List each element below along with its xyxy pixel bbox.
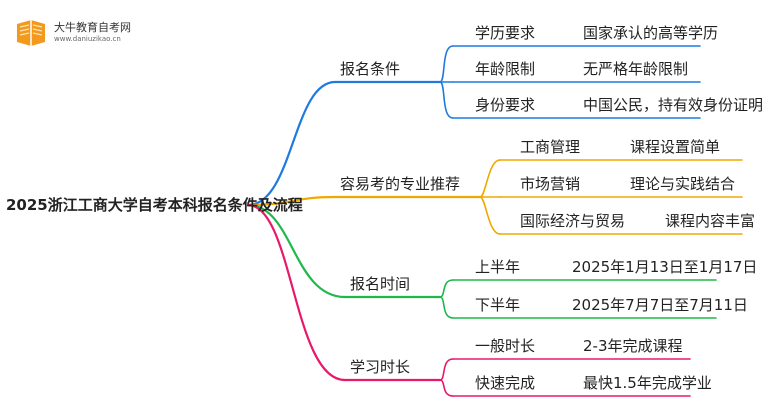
child-connector	[439, 379, 454, 397]
child-label: 市场营销	[520, 175, 581, 193]
root-topic: 2025浙江工商大学自考本科报名条件及流程	[6, 196, 303, 214]
child-label: 快速完成	[475, 374, 536, 392]
branch-label: 学习时长	[350, 358, 411, 376]
child-label: 身份要求	[475, 96, 536, 114]
logo-url: www.daniuzikao.cn	[54, 35, 121, 43]
child-connector	[439, 296, 454, 319]
child-detail: 理论与实践结合	[630, 175, 736, 193]
site-logo: 大牛教育自考网 www.daniuzikao.cn	[14, 16, 164, 52]
child-detail: 课程设置简单	[630, 138, 721, 156]
branch-label: 报名时间	[350, 275, 411, 293]
child-connector	[479, 159, 501, 198]
child-label: 上半年	[475, 258, 521, 276]
child-label: 工商管理	[520, 138, 581, 156]
child-connector	[439, 45, 454, 83]
child-detail: 2025年7月7日至7月11日	[572, 296, 748, 314]
child-connector	[439, 358, 454, 381]
child-detail: 国家承认的高等学历	[583, 24, 719, 42]
child-label: 一般时长	[475, 337, 536, 355]
child-connector	[479, 196, 501, 235]
child-label: 学历要求	[475, 24, 536, 42]
child-detail: 中国公民，持有效身份证明	[583, 96, 763, 114]
child-label: 年龄限制	[475, 60, 536, 78]
logo-name: 大牛教育自考网	[54, 21, 131, 34]
book-logo-icon	[17, 20, 45, 46]
branch-label: 报名条件	[340, 60, 401, 78]
child-detail: 最快1.5年完成学业	[583, 374, 712, 392]
branch-label: 容易考的专业推荐	[340, 175, 461, 193]
branch-connector	[246, 203, 347, 299]
child-connector	[439, 81, 454, 119]
child-label: 国际经济与贸易	[520, 212, 626, 230]
child-connector	[439, 279, 454, 298]
branch-connector	[246, 203, 347, 382]
child-detail: 2-3年完成课程	[583, 337, 683, 355]
child-detail: 无严格年龄限制	[583, 60, 689, 78]
child-detail: 2025年1月13日至1月17日	[572, 258, 758, 276]
branch-connector	[246, 80, 337, 207]
child-detail: 课程内容丰富	[665, 212, 756, 230]
child-label: 下半年	[475, 296, 521, 314]
branch-connector	[246, 195, 337, 207]
